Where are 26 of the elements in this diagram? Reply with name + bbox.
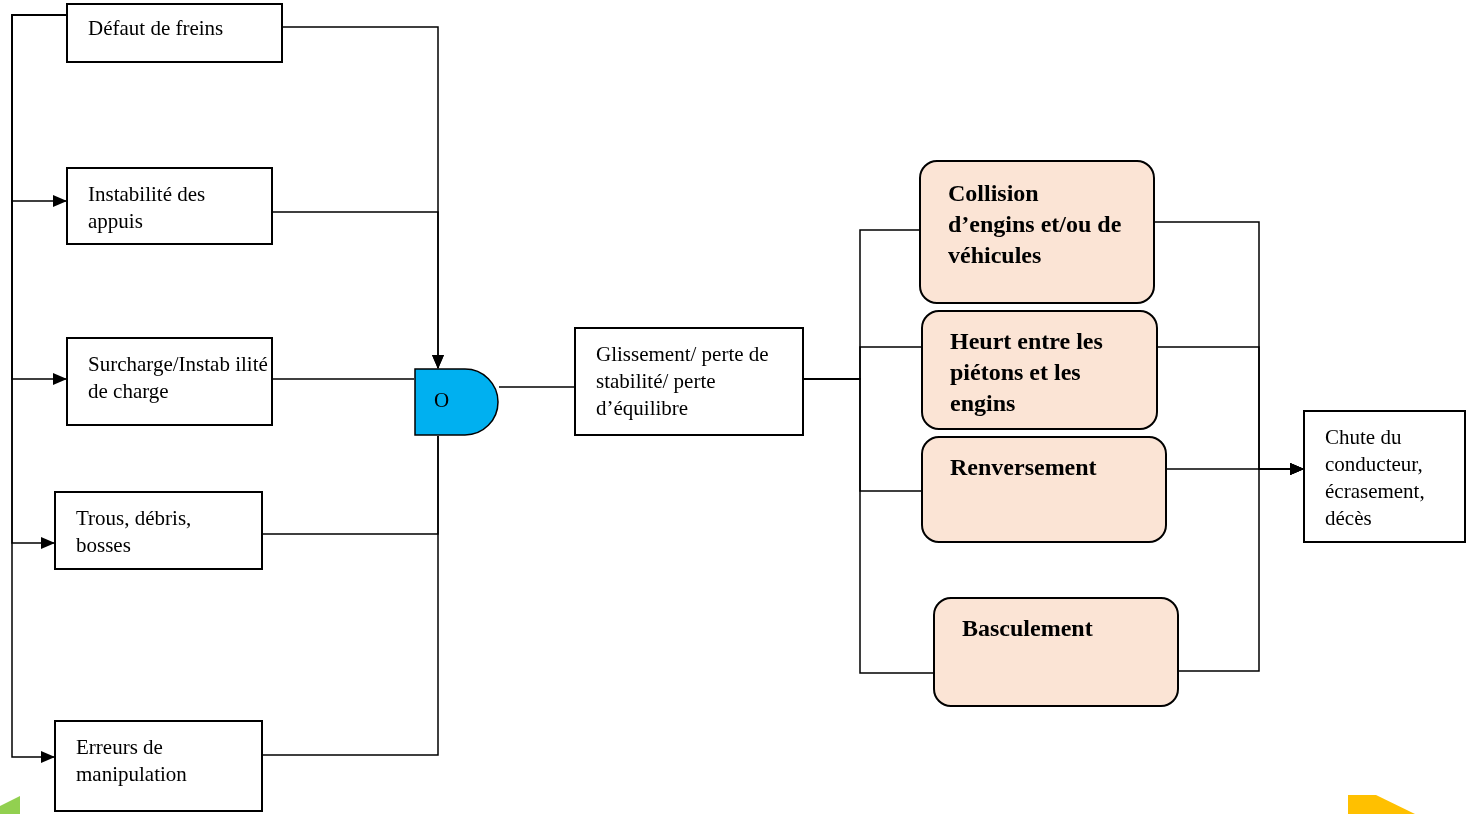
box-label: Instabilité des appuis (88, 181, 207, 235)
consequence-box (921, 310, 1158, 430)
process-box (66, 167, 273, 245)
box-title: Basculement (962, 614, 1094, 643)
consequence-box (933, 597, 1179, 707)
box-label: Surcharge/Instab ilité de charge (88, 351, 268, 405)
gate-label: O (434, 390, 450, 411)
process-box (66, 337, 273, 426)
connector-arrow (272, 211, 444, 369)
connector-arrow (1178, 463, 1304, 672)
box-label: Erreurs de manipulation (76, 734, 188, 788)
or-gate (414, 368, 499, 436)
consequence-box (921, 436, 1167, 543)
process-box (54, 720, 263, 812)
process-box (574, 327, 804, 436)
box-title: Collision d’engins et/ou de véhicules (948, 179, 1123, 270)
process-box (54, 491, 263, 570)
process-box (66, 3, 283, 63)
box-title: Renversement (950, 453, 1098, 482)
box-label: Glissement/ perte de stabilité/ perte d’équilibre (596, 341, 770, 422)
box-title: Heurt entre les piétons et les engins (950, 327, 1104, 418)
box-label: Défaut de freins (88, 15, 225, 42)
box-label: Chute du conducteur, écrasement, décès (1325, 424, 1426, 532)
process-box (1303, 410, 1466, 543)
consequence-box (919, 160, 1155, 304)
box-label: Trous, débris, bosses (76, 505, 193, 559)
